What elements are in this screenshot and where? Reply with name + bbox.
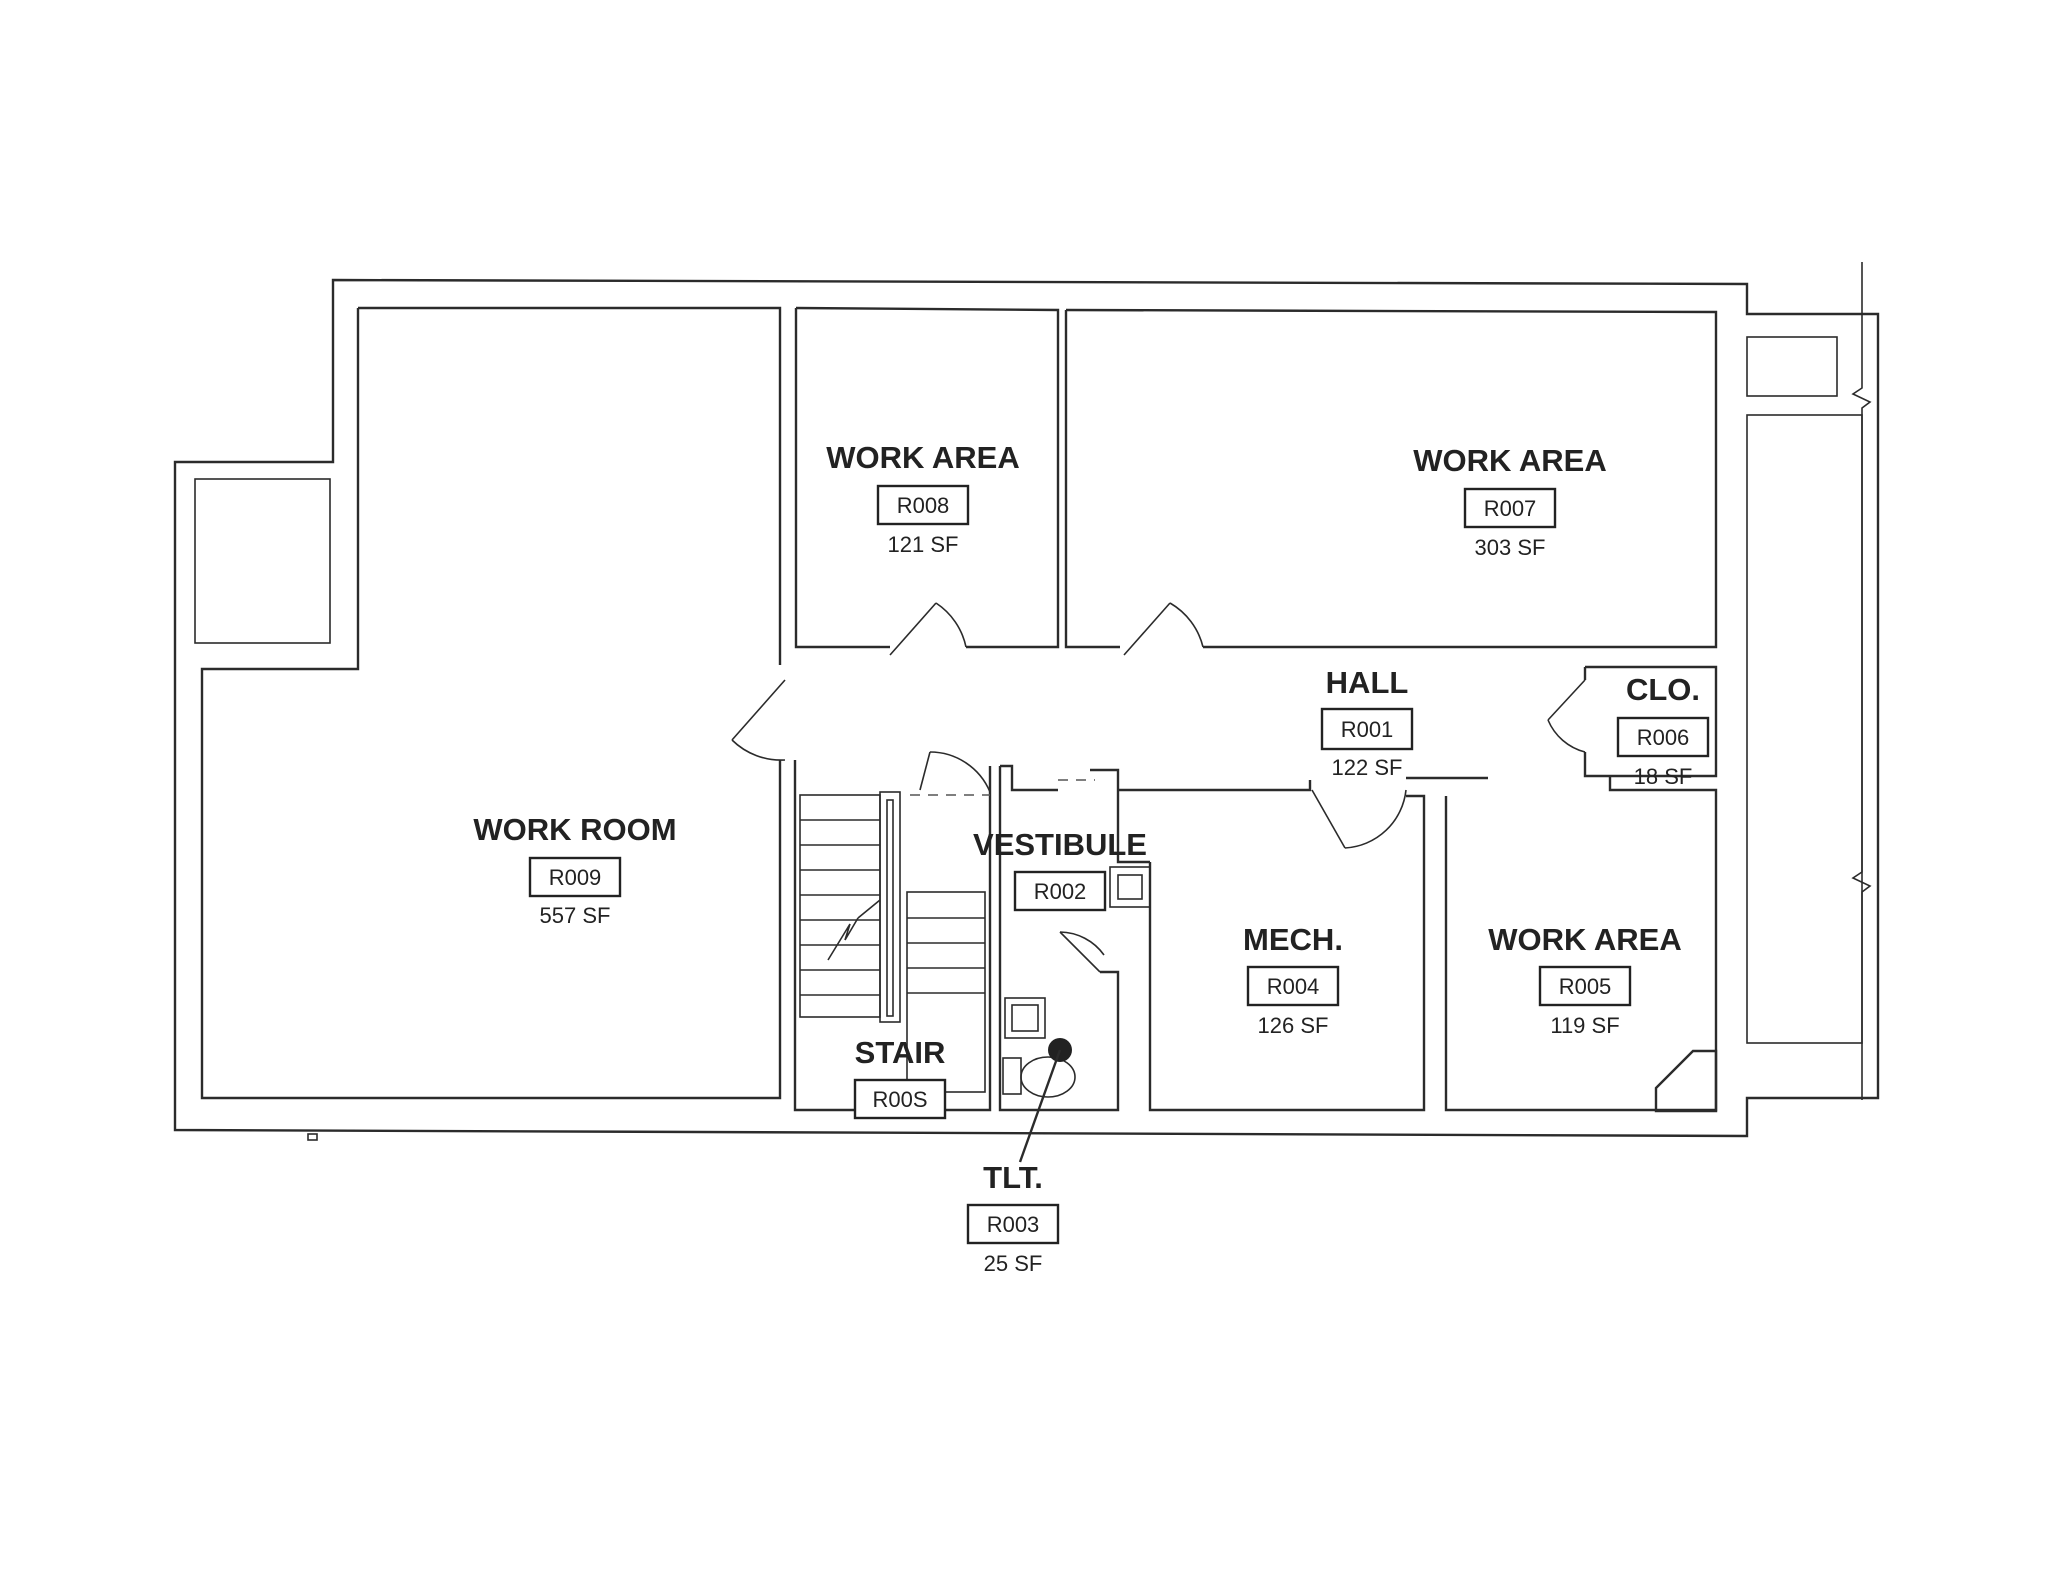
tlt-leader	[1018, 1038, 1072, 1163]
room-area: 303 SF	[1475, 535, 1546, 560]
room-name: WORK AREA	[1413, 443, 1606, 478]
room-area: 25 SF	[984, 1251, 1043, 1276]
room-number: R008	[897, 493, 950, 518]
room-number: R005	[1559, 974, 1612, 999]
room-label-r00s: STAIR R00S	[853, 1035, 947, 1120]
room-name: TLT.	[983, 1160, 1043, 1195]
room-name: WORK ROOM	[473, 812, 676, 847]
building-outline	[173, 262, 1880, 1141]
room-number: R006	[1637, 725, 1690, 750]
room-label-r009: WORK ROOM R009 557 SF	[473, 812, 676, 928]
room-label-r005: WORK AREA R005 119 SF	[1488, 922, 1681, 1038]
room-label-r001: HALL R001 122 SF	[1320, 665, 1414, 780]
room-label-r006: CLO. R006 18 SF	[1616, 672, 1710, 789]
stair-treads	[799, 791, 986, 1093]
room-name: HALL	[1326, 665, 1409, 700]
room-name: VESTIBULE	[973, 827, 1147, 862]
room-number: R004	[1267, 974, 1320, 999]
room-name: MECH.	[1243, 922, 1343, 957]
room-number: R002	[1034, 879, 1087, 904]
room-area: 121 SF	[888, 532, 959, 557]
room-label-r007: WORK AREA R007 303 SF	[1413, 443, 1606, 560]
room-area: 126 SF	[1258, 1013, 1329, 1038]
room-name: CLO.	[1626, 672, 1700, 707]
interior-walls	[200, 306, 1718, 1113]
room-name: WORK AREA	[1488, 922, 1681, 957]
room-area: 557 SF	[540, 903, 611, 928]
room-label-r008: WORK AREA R008 121 SF	[826, 440, 1019, 557]
room-label-r004: MECH. R004 126 SF	[1243, 922, 1343, 1038]
room-number: R007	[1484, 496, 1537, 521]
room-name: WORK AREA	[826, 440, 1019, 475]
room-label-r002: VESTIBULE R002	[973, 827, 1147, 912]
room-name: STAIR	[855, 1035, 946, 1070]
room-area: 18 SF	[1634, 764, 1693, 789]
room-area: 122 SF	[1332, 755, 1403, 780]
room-number: R00S	[872, 1087, 927, 1112]
room-number: R003	[987, 1212, 1040, 1237]
room-number: R009	[549, 865, 602, 890]
room-label-r003: TLT. R003 25 SF	[966, 1160, 1060, 1276]
doors	[731, 602, 1586, 973]
room-number: R001	[1341, 717, 1394, 742]
room-area: 119 SF	[1550, 1013, 1619, 1038]
